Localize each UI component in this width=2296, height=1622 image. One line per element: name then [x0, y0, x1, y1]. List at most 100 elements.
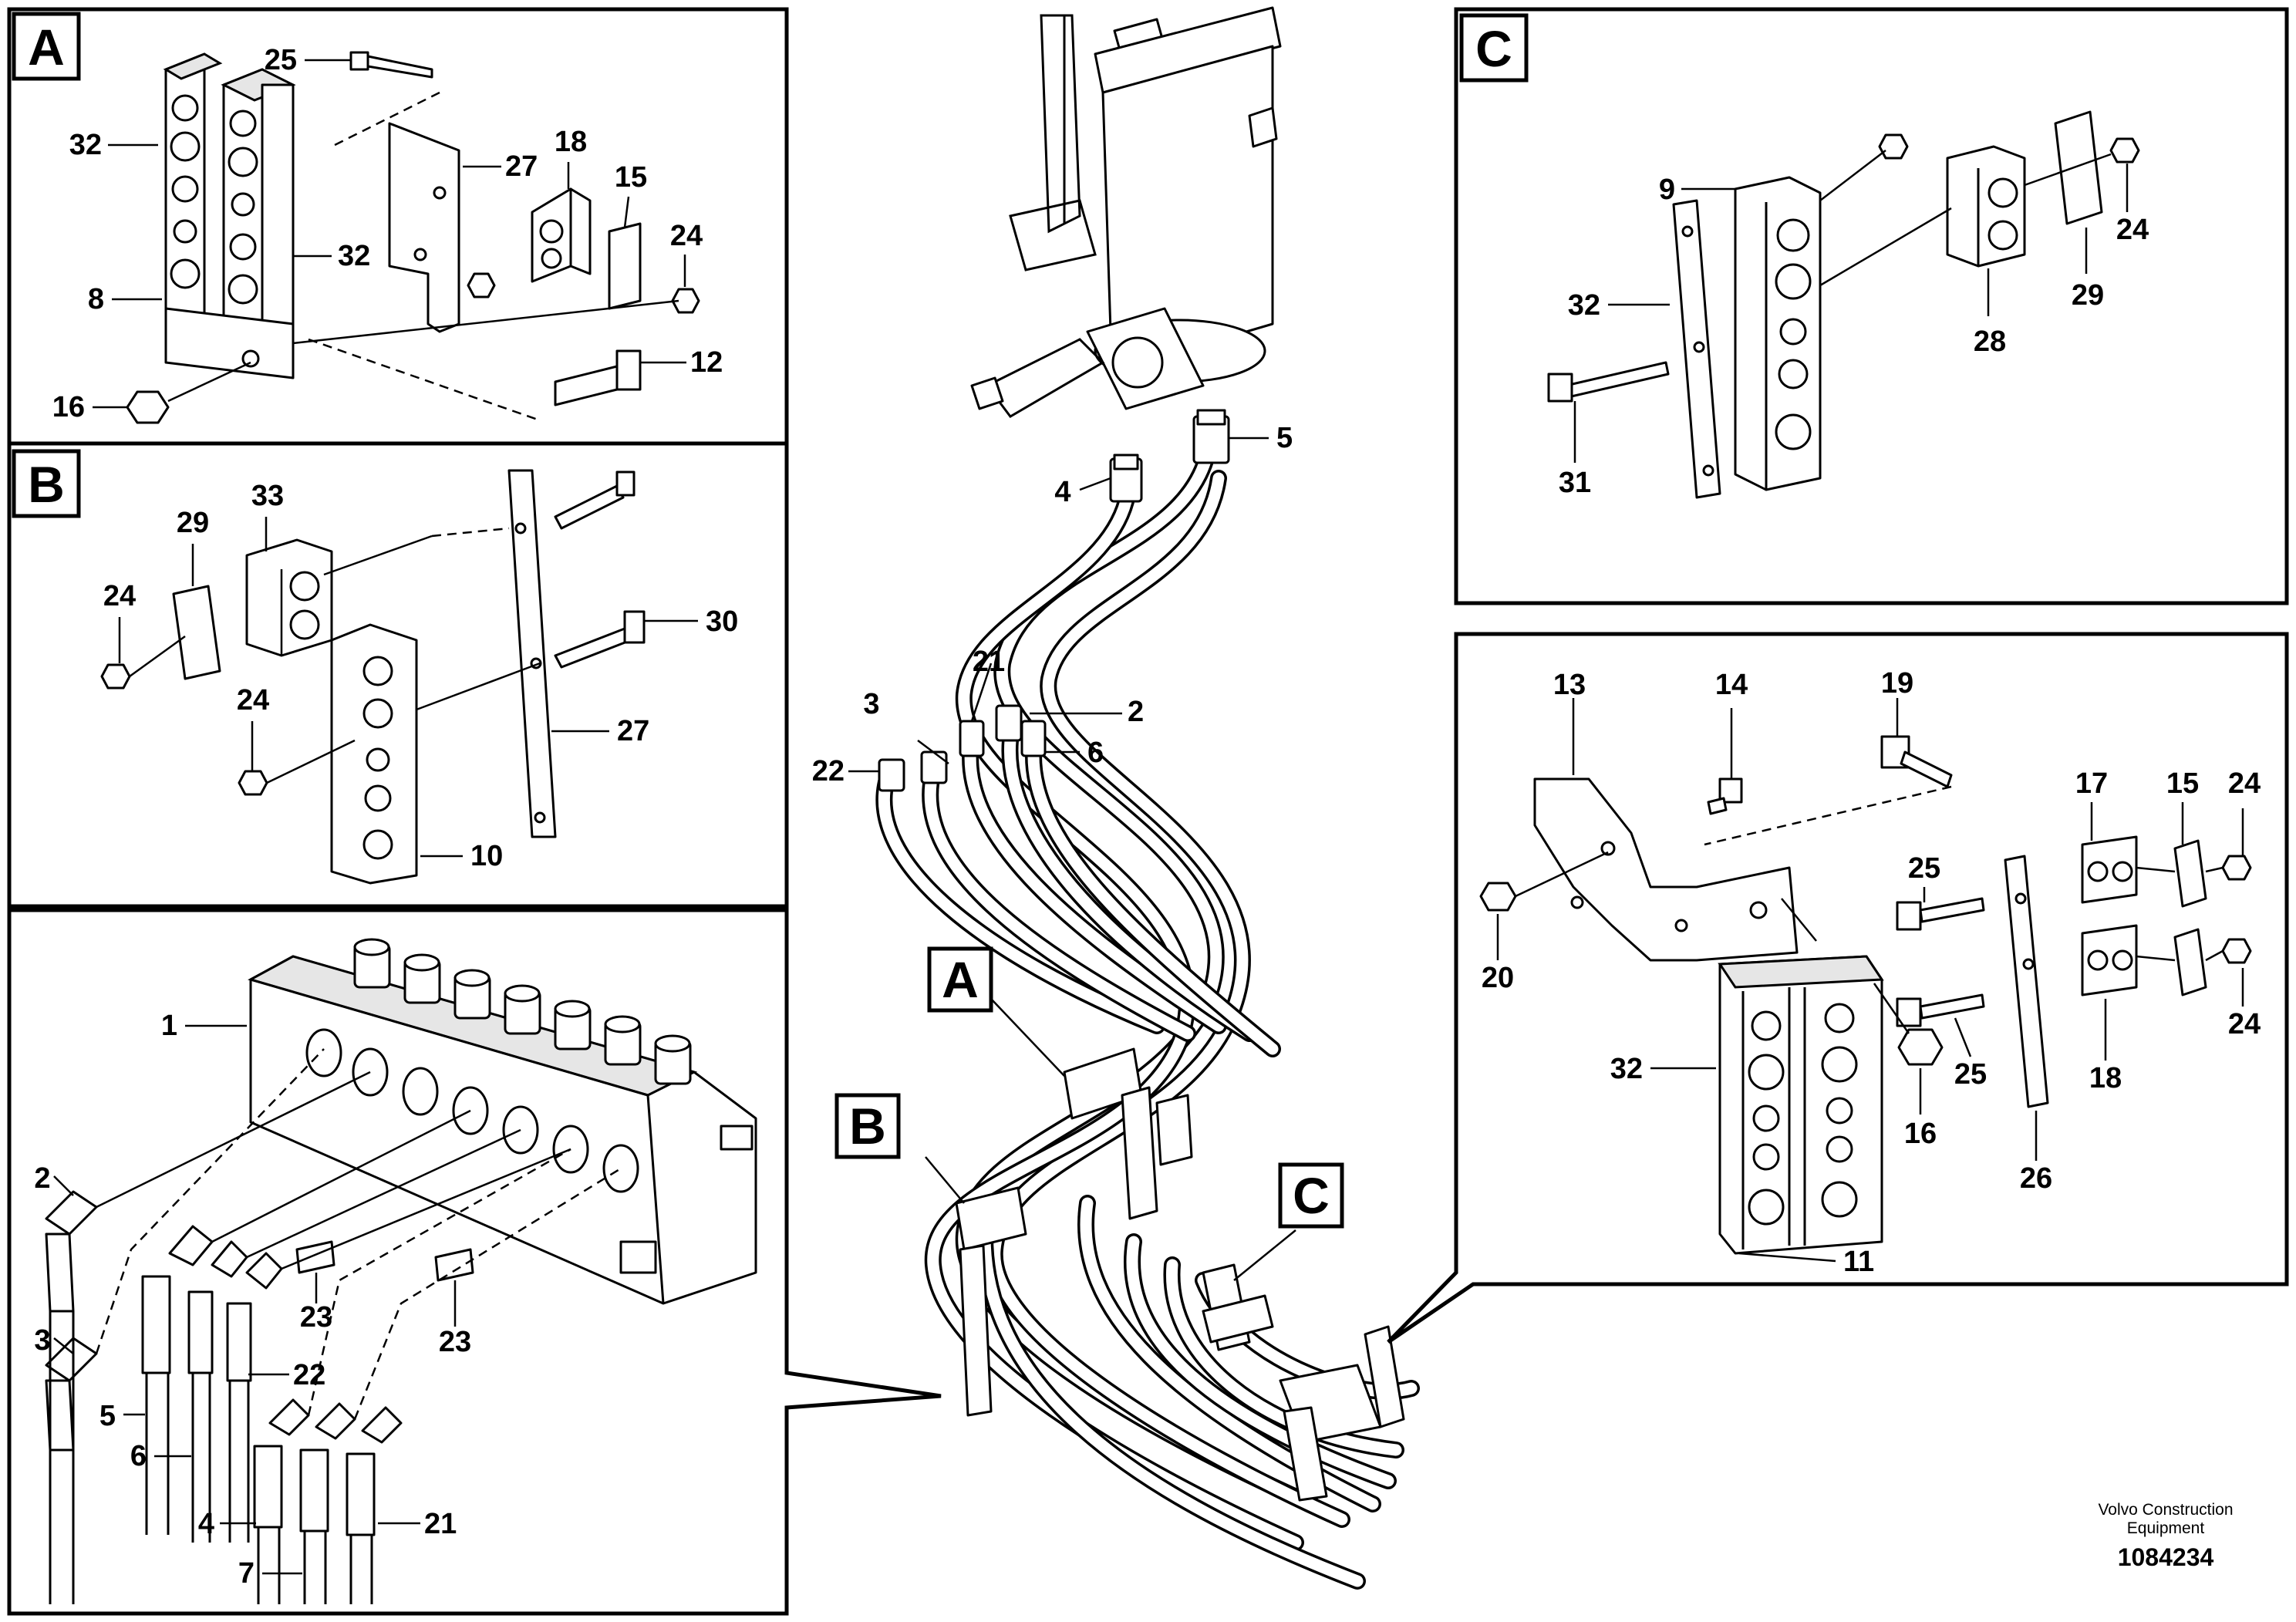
- boom-cylinder: [970, 6, 1282, 418]
- label-b-30: 30: [706, 605, 738, 638]
- panel-b-letter: B: [28, 456, 65, 513]
- clamp-stack-a: [1063, 1047, 1193, 1220]
- brand-line-1: Volvo Construction: [2098, 1501, 2233, 1519]
- hose-fittings: [878, 409, 1230, 792]
- label-d-26: 26: [2020, 1162, 2052, 1195]
- label-c-22: 22: [812, 755, 845, 787]
- label-v-22: 22: [293, 1359, 325, 1391]
- panel-a-letter-box: [12, 12, 81, 81]
- panel-c-letter: C: [1475, 20, 1512, 77]
- label-d-32: 32: [1610, 1053, 1643, 1085]
- plate-27b: [507, 469, 557, 838]
- label-a-8: 8: [88, 283, 104, 315]
- label-a-12: 12: [690, 346, 723, 379]
- panel-d: 13 14 19 17 15 24 25 20 24 32 16 25 18 2…: [1387, 632, 2289, 1344]
- label-v-23: 23: [300, 1301, 332, 1334]
- label-v-6: 6: [130, 1440, 147, 1472]
- clamp-stack-b: [955, 1186, 1027, 1417]
- label-b-29: 29: [177, 507, 209, 539]
- label-d-13: 13: [1553, 669, 1586, 701]
- panel-b: B 33: [7, 441, 789, 909]
- panel-a-letter: A: [28, 19, 65, 76]
- label-d-24b: 24: [2228, 1008, 2261, 1040]
- bracket-13: [1533, 777, 1799, 962]
- label-c-9: 9: [1659, 174, 1675, 206]
- hose-ends: [45, 1190, 474, 1536]
- label-d-19: 19: [1881, 667, 1913, 700]
- label-d-25: 25: [1908, 852, 1940, 885]
- label-v-3: 3: [34, 1324, 50, 1357]
- label-d-24: 24: [2228, 767, 2261, 800]
- label-a-24: 24: [670, 220, 703, 252]
- footer: Volvo Construction Equipment 1084234: [2098, 1501, 2233, 1571]
- label-c-4: 4: [1054, 476, 1070, 508]
- label-b-10: 10: [470, 840, 503, 872]
- label-d-18: 18: [2089, 1062, 2122, 1094]
- bolt-12: [554, 349, 642, 406]
- label-v-7: 7: [238, 1557, 255, 1590]
- label-a-15: 15: [615, 161, 647, 194]
- callout-a: A: [942, 951, 979, 1008]
- label-b-33: 33: [251, 480, 284, 512]
- label-c-21: 21: [973, 646, 1005, 678]
- clamp-28: [1946, 145, 2026, 268]
- panel-valve: 1 2 3 5 6 22 23 23 4 7 21: [7, 908, 942, 1616]
- label-c-32: 32: [1568, 289, 1600, 322]
- label-v-4: 4: [198, 1508, 214, 1540]
- label-d-16: 16: [1904, 1118, 1937, 1150]
- panel-valve-frame: [7, 908, 942, 1616]
- panel-c-frame: [1454, 7, 2289, 605]
- panel-b-letter-box: [12, 449, 81, 518]
- label-c-31: 31: [1559, 467, 1591, 499]
- clamp-18: [2081, 924, 2138, 996]
- clamp-block-9: [1734, 176, 1822, 491]
- label-v-2: 2: [34, 1162, 50, 1195]
- control-valve: [248, 938, 757, 1305]
- callout-a-box: [927, 946, 993, 1013]
- spool-caps: [353, 938, 692, 1085]
- center-assembly: 5 4 21 3 2 22 6 A B C: [812, 6, 1420, 1590]
- label-d-11: 11: [1843, 1246, 1874, 1278]
- strip-26: [2004, 855, 2049, 1108]
- callout-b-box: [834, 1093, 901, 1159]
- label-d-15: 15: [2166, 767, 2199, 800]
- label-c-5: 5: [1276, 422, 1293, 454]
- clamp-17: [2081, 835, 2138, 904]
- label-a-16: 16: [52, 391, 85, 423]
- plate-29: [172, 585, 221, 680]
- flange-nut: [126, 390, 170, 424]
- label-a-32: 32: [69, 129, 102, 161]
- label-c-2: 2: [1128, 696, 1144, 728]
- label-a-27: 27: [505, 150, 538, 183]
- bolt-25: [349, 51, 433, 79]
- hose-bundle: [875, 423, 1420, 1590]
- panel-d-frame: [1387, 632, 2289, 1344]
- label-v-23b: 23: [439, 1326, 471, 1358]
- label-b-27: 27: [617, 715, 649, 747]
- label-v-5: 5: [99, 1400, 116, 1432]
- plate-29c: [2054, 110, 2103, 225]
- clamp-33: [245, 538, 333, 657]
- label-c-24: 24: [2116, 214, 2149, 246]
- panel-c: C 9 24 32 28: [1454, 7, 2289, 605]
- callout-c-box: [1278, 1162, 1344, 1229]
- brand-line-2: Equipment: [2127, 1519, 2205, 1537]
- label-b-24b: 24: [237, 684, 269, 717]
- label-c-3: 3: [863, 688, 879, 720]
- label-c-29: 29: [2072, 279, 2104, 312]
- panel-b-frame: [7, 441, 789, 909]
- label-d-20: 20: [1482, 962, 1514, 994]
- callout-c: C: [1293, 1167, 1330, 1224]
- document-number: 1084234: [2118, 1543, 2214, 1571]
- panel-c-letter-box: [1459, 13, 1529, 83]
- label-v-21: 21: [424, 1508, 457, 1540]
- callout-b: B: [849, 1098, 886, 1155]
- clamp-block-pair: [163, 52, 296, 379]
- cover-plate: [388, 122, 460, 333]
- label-v-1: 1: [161, 1010, 177, 1042]
- label-a-25: 25: [265, 44, 297, 76]
- label-c-6: 6: [1087, 737, 1104, 769]
- clamp-stack-c: [1202, 1263, 1405, 1502]
- washer-plate: [608, 222, 642, 310]
